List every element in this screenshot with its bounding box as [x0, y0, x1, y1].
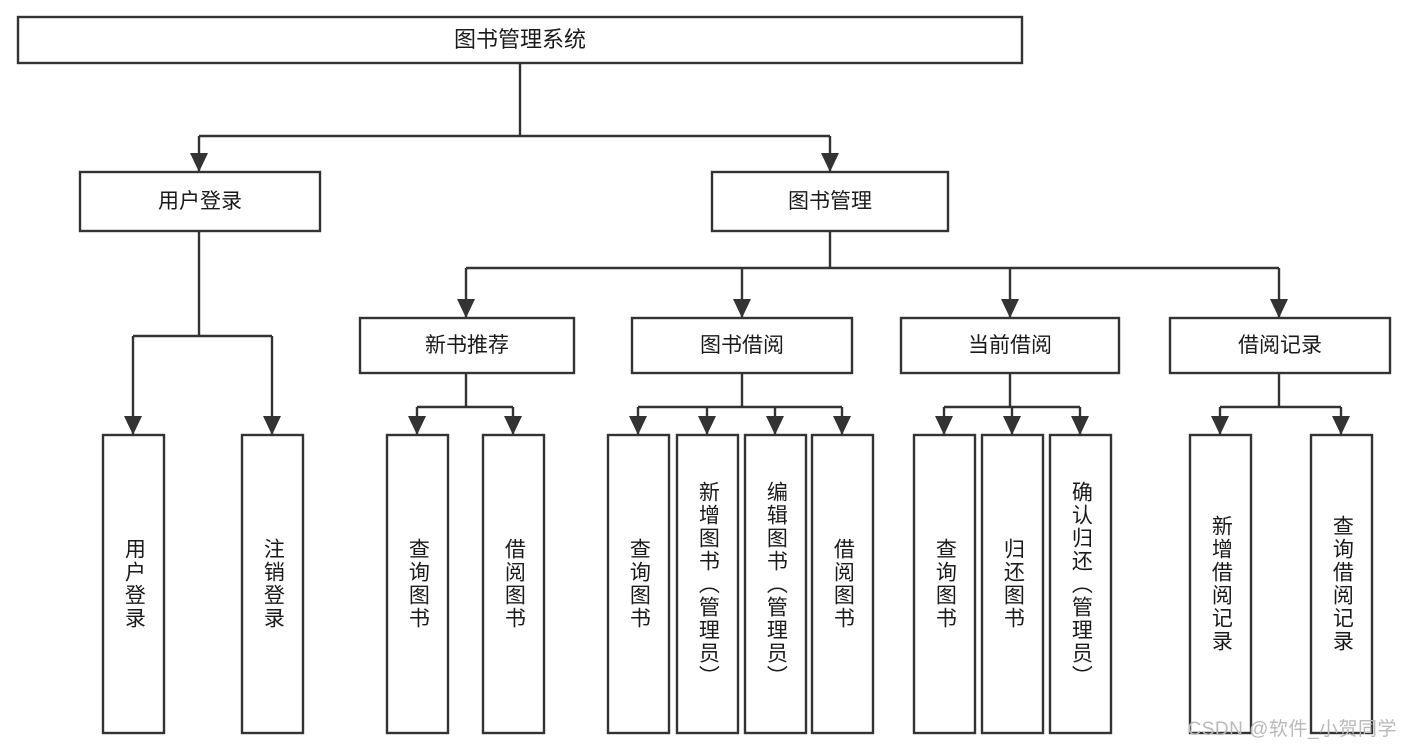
node-leaf-query-record[interactable] — [1309, 433, 1374, 735]
arrow-head-icon — [935, 416, 953, 435]
arrow-head-icon — [1211, 416, 1229, 435]
node-leaf-query-book-a[interactable] — [385, 433, 450, 735]
node-leaf-user-login[interactable] — [101, 433, 166, 735]
node-book-borrow-label: 图书借阅 — [700, 334, 784, 357]
node-leaf-add-record[interactable] — [1188, 433, 1253, 735]
node-new-book-rec-label: 新书推荐 — [425, 334, 509, 357]
arrow-head-icon — [1332, 416, 1350, 435]
arrow-head-icon — [190, 153, 208, 172]
watermark-text: CSDN @软件_小贺同学 — [1187, 719, 1397, 740]
arrow-head-icon — [263, 416, 281, 435]
node-book-manage[interactable] — [710, 170, 950, 233]
node-root[interactable] — [16, 15, 1024, 65]
arrow-head-icon — [408, 416, 426, 435]
node-leaf-query-book-c[interactable] — [912, 433, 977, 735]
node-current-borrow[interactable] — [899, 316, 1121, 375]
node-book-borrow[interactable] — [630, 316, 854, 375]
node-leaf-query-book-b[interactable] — [606, 433, 671, 735]
arrow-head-icon — [833, 416, 851, 435]
connector-layer — [124, 63, 1350, 435]
node-box-layer — [16, 15, 1392, 735]
node-book-manage-label: 图书管理 — [788, 190, 872, 213]
node-current-borrow-label: 当前借阅 — [968, 334, 1052, 357]
node-leaf-borrow-book-b[interactable] — [810, 433, 875, 735]
arrow-head-icon — [457, 299, 475, 318]
node-leaf-borrow-book-a[interactable] — [481, 433, 546, 735]
node-leaf-return-book[interactable] — [980, 433, 1045, 735]
arrow-head-icon — [733, 299, 751, 318]
node-leaf-add-book[interactable] — [675, 433, 740, 735]
node-user-login[interactable] — [78, 170, 322, 233]
arrow-head-icon — [1001, 299, 1019, 318]
node-user-login-label: 用户登录 — [158, 190, 242, 213]
node-new-book-rec[interactable] — [358, 316, 576, 375]
node-leaf-logout[interactable] — [240, 433, 305, 735]
node-borrow-record-label: 借阅记录 — [1238, 334, 1322, 357]
arrow-head-icon — [124, 416, 142, 435]
node-leaf-confirm-return[interactable] — [1048, 433, 1113, 735]
arrow-head-icon — [698, 416, 716, 435]
arrow-head-icon — [766, 416, 784, 435]
node-borrow-record[interactable] — [1168, 316, 1392, 375]
arrow-head-icon — [821, 153, 839, 172]
arrow-head-icon — [1071, 416, 1089, 435]
node-root-label: 图书管理系统 — [454, 27, 586, 52]
arrow-head-icon — [1003, 416, 1021, 435]
arrow-head-icon — [504, 416, 522, 435]
arrow-head-icon — [1270, 299, 1288, 318]
arrow-head-icon — [629, 416, 647, 435]
node-leaf-edit-book[interactable] — [743, 433, 808, 735]
